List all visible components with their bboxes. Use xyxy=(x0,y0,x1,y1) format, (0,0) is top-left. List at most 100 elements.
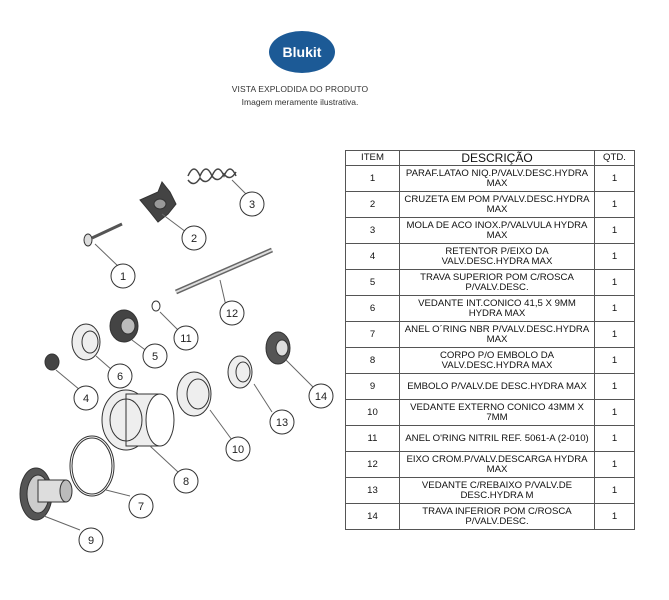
svg-text:10: 10 xyxy=(232,444,244,456)
cell-item: 10 xyxy=(345,399,400,426)
cell-item: 14 xyxy=(345,503,400,530)
part-3-spring xyxy=(187,168,249,197)
cell-description: EIXO CROM.P/VALV.DESCARGA HYDRA MAX xyxy=(399,451,595,478)
part-13-grooved-seal xyxy=(227,355,273,413)
cell-description: CORPO P/O EMBOLO DA VALV.DESC.HYDRA MAX xyxy=(399,347,595,374)
cell-qty: 1 xyxy=(594,451,635,478)
cell-qty: 1 xyxy=(594,243,635,270)
cell-qty: 1 xyxy=(594,347,635,374)
cell-item: 5 xyxy=(345,269,400,296)
cell-item: 12 xyxy=(345,451,400,478)
cell-qty: 1 xyxy=(594,503,635,530)
logo-text: Blukit xyxy=(283,44,322,60)
cell-item: 3 xyxy=(345,217,400,244)
table-header-row: ITEM DESCRIÇÃO QTD. xyxy=(345,150,635,166)
cell-qty: 1 xyxy=(594,269,635,296)
part-11-oring xyxy=(151,300,179,331)
svg-text:14: 14 xyxy=(315,391,327,403)
part-12-shaft xyxy=(174,247,274,307)
cell-qty: 1 xyxy=(594,477,635,504)
callout-11: 11 xyxy=(173,325,199,351)
cell-qty: 1 xyxy=(594,165,635,192)
part-9-piston xyxy=(19,467,81,531)
svg-text:11: 11 xyxy=(180,333,191,345)
callout-1: 1 xyxy=(110,263,136,289)
cell-qty: 1 xyxy=(594,399,635,426)
cell-qty: 1 xyxy=(594,295,635,322)
part-4-retainer xyxy=(44,353,81,391)
svg-text:8: 8 xyxy=(183,476,189,488)
cell-description: RETENTOR P/EIXO DA VALV.DESC.HYDRA MAX xyxy=(399,243,595,270)
exploded-view-drawing: 1 2 3 4 5 6 7 8 9 10 11 12 13 14 xyxy=(19,168,334,553)
svg-text:4: 4 xyxy=(83,393,89,405)
cell-description: TRAVA SUPERIOR POM C/ROSCA P/VALV.DESC. xyxy=(399,269,595,296)
callout-8: 8 xyxy=(173,468,199,494)
cell-description: VEDANTE C/REBAIXO P/VALV.DE DESC.HYDRA M xyxy=(399,477,595,504)
part-7-oring xyxy=(69,435,131,497)
callout-14: 14 xyxy=(308,383,334,409)
cell-item: 4 xyxy=(345,243,400,270)
svg-text:2: 2 xyxy=(191,233,197,245)
svg-text:3: 3 xyxy=(249,199,255,211)
callout-12: 12 xyxy=(219,300,245,326)
part-2-cross xyxy=(139,181,187,233)
callout-2: 2 xyxy=(181,225,207,251)
svg-text:1: 1 xyxy=(120,271,126,283)
cell-item: 1 xyxy=(345,165,400,192)
cell-item: 8 xyxy=(345,347,400,374)
cell-item: 9 xyxy=(345,373,400,400)
blukit-logo: Blukit xyxy=(269,31,335,73)
callout-4: 4 xyxy=(73,385,99,411)
cell-description: PARAF.LATAO NIQ.P/VALV.DESC.HYDRA MAX xyxy=(399,165,595,192)
part-1-screw xyxy=(83,222,123,269)
cell-qty: 1 xyxy=(594,321,635,348)
callout-5: 5 xyxy=(142,343,168,369)
cell-item: 13 xyxy=(345,477,400,504)
callout-9: 9 xyxy=(78,527,104,553)
cell-item: 6 xyxy=(345,295,400,322)
exploded-view-title: VISTA EXPLODIDA DO PRODUTO xyxy=(231,84,369,94)
svg-text:12: 12 xyxy=(226,308,238,320)
callout-7: 7 xyxy=(128,493,154,519)
callout-3: 3 xyxy=(239,191,265,217)
cell-description: ANEL O'RING NITRIL REF. 5061-A (2-010) xyxy=(399,425,595,452)
svg-text:13: 13 xyxy=(276,417,288,429)
cell-qty: 1 xyxy=(594,425,635,452)
illustrative-note: Imagem meramente ilustrativa. xyxy=(241,97,359,107)
part-5-upper-lock xyxy=(109,309,149,353)
callout-10: 10 xyxy=(225,436,251,462)
header-qty: QTD. xyxy=(594,150,635,166)
part-14-lower-lock xyxy=(265,331,315,389)
part-10-conical-seal xyxy=(176,371,233,441)
cell-item: 11 xyxy=(345,425,400,452)
cell-description: EMBOLO P/VALV.DE DESC.HYDRA MAX xyxy=(399,373,595,400)
callout-13: 13 xyxy=(269,409,295,435)
cell-description: VEDANTE EXTERNO CONICO 43MM X 7MM xyxy=(399,399,595,426)
cell-description: VEDANTE INT.CONICO 41,5 X 9MM HYDRA MAX xyxy=(399,295,595,322)
callout-6: 6 xyxy=(107,363,133,389)
cell-qty: 1 xyxy=(594,217,635,244)
header-description: DESCRIÇÃO xyxy=(399,150,595,166)
header-item: ITEM xyxy=(345,150,400,166)
cell-description: TRAVA INFERIOR POM C/ROSCA P/VALV.DESC. xyxy=(399,503,595,530)
svg-text:9: 9 xyxy=(88,535,94,547)
cell-qty: 1 xyxy=(594,191,635,218)
cell-description: CRUZETA EM POM P/VALV.DESC.HYDRA MAX xyxy=(399,191,595,218)
svg-text:5: 5 xyxy=(152,351,158,363)
cell-item: 7 xyxy=(345,321,400,348)
part-6-seal xyxy=(71,323,113,371)
svg-text:7: 7 xyxy=(138,501,144,513)
cell-description: MOLA DE ACO INOX.P/VALVULA HYDRA MAX xyxy=(399,217,595,244)
